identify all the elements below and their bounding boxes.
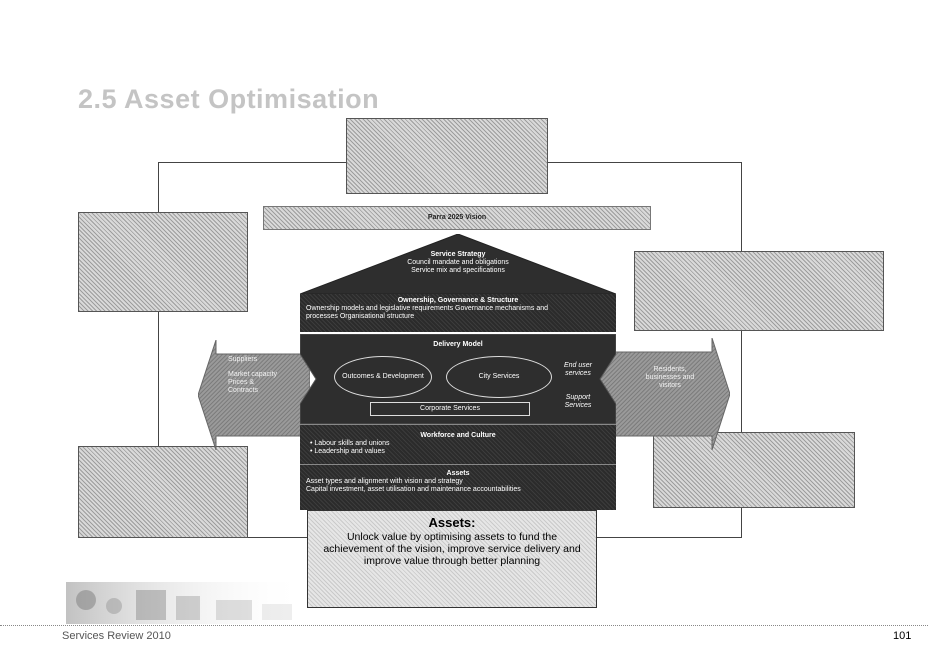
redacted-box-right-bottom	[653, 432, 855, 508]
ownership-band: Ownership, Governance & Structure Owners…	[300, 294, 616, 332]
redacted-box-top	[346, 118, 548, 194]
ownership-line2: processes Organisational structure	[306, 313, 415, 320]
support-services-label: Support Services	[564, 394, 592, 409]
workforce-band: Workforce and Culture • Labour skills an…	[300, 424, 616, 464]
left-arrow-line4: Contracts	[228, 387, 258, 394]
left-arrow-shape	[198, 340, 310, 450]
assets-band: Assets Asset types and alignment with vi…	[300, 464, 616, 510]
right-arrow-shape	[598, 338, 730, 450]
left-arrow-label: Suppliers Market capacity Prices & Contr…	[228, 356, 298, 395]
photo-collage	[66, 582, 306, 624]
callout-heading: Assets:	[428, 515, 476, 530]
right-arrow-line1: Residents,	[653, 366, 687, 373]
redacted-box-left-top	[78, 212, 248, 312]
corporate-services-box: Corporate Services	[370, 402, 530, 416]
end-user-services-label: End user services	[563, 362, 593, 377]
right-arrow-line2: businesses and	[645, 374, 695, 381]
service-strategy-roof	[300, 234, 616, 294]
page-number: 101	[893, 630, 912, 642]
assets-callout: Assets: Unlock value by optimising asset…	[307, 510, 597, 608]
redacted-box-right-top	[634, 251, 884, 331]
outcomes-ellipse: Outcomes & Development	[334, 356, 432, 398]
assets-heading: Assets	[446, 470, 470, 477]
service-strategy-line2: Service mix and specifications	[411, 267, 505, 274]
right-arrow-label: Residents, businesses and visitors	[630, 366, 710, 390]
slide-title: 2.5 Asset Optimisation	[78, 84, 380, 114]
left-arrow-line2: Market capacity	[228, 371, 278, 378]
workforce-item2: • Leadership and values	[310, 448, 385, 455]
callout-body: Unlock value by optimising assets to fun…	[323, 531, 581, 567]
assets-line2: Capital investment, asset utilisation an…	[306, 486, 521, 493]
delivery-heading: Delivery Model	[433, 341, 483, 348]
city-services-ellipse: City Services	[446, 356, 552, 398]
right-arrow-line3: visitors	[659, 382, 681, 389]
service-strategy-text: Service Strategy Council mandate and obl…	[360, 251, 556, 275]
assets-line1: Asset types and alignment with vision an…	[306, 478, 463, 485]
vision-bar: Parra 2025 Vision	[263, 206, 651, 230]
redacted-box-left-bottom	[78, 446, 248, 538]
footer-label: Services Review 2010	[62, 630, 171, 642]
left-arrow-line1: Suppliers	[228, 356, 258, 363]
service-strategy-heading: Service Strategy	[430, 251, 486, 258]
workforce-heading: Workforce and Culture	[420, 432, 496, 439]
ownership-line1: Ownership models and legislative require…	[306, 305, 549, 312]
ownership-heading: Ownership, Governance & Structure	[397, 297, 519, 304]
footer-divider	[0, 625, 928, 626]
service-strategy-line1: Council mandate and obligations	[407, 259, 509, 266]
left-arrow-line3: Prices &	[228, 379, 255, 386]
workforce-item1: • Labour skills and unions	[310, 440, 390, 447]
